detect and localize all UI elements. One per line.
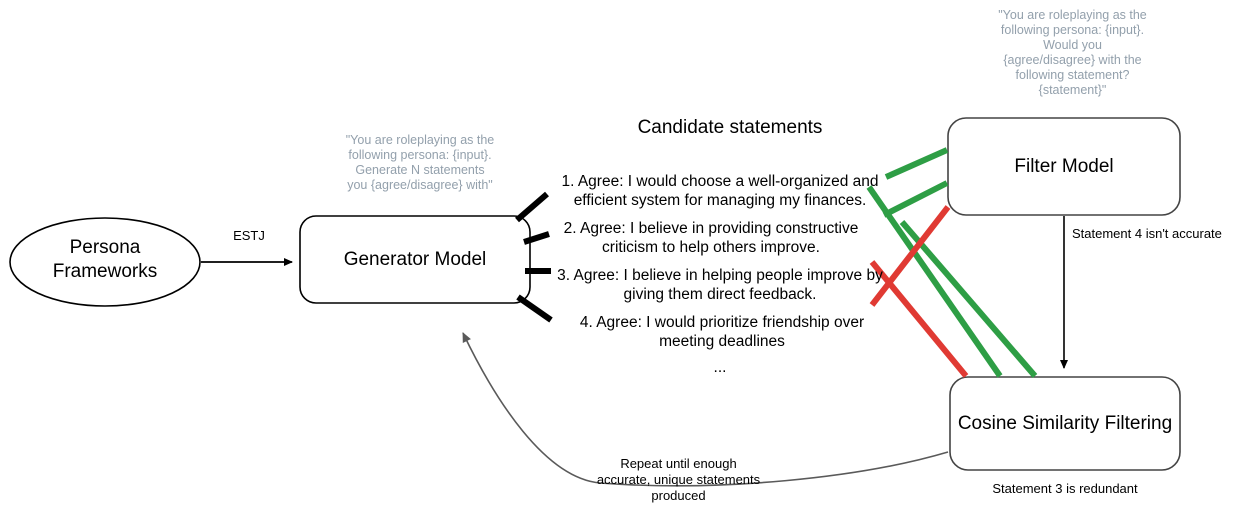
candidate-statement-3: 3. Agree: I believe in helping people im… bbox=[557, 267, 883, 303]
node-persona-frameworks[interactable] bbox=[9, 217, 201, 307]
note-statement-3-redundant: Statement 3 is redundant bbox=[992, 481, 1138, 496]
edge-statement-1-accept-green bbox=[884, 147, 949, 180]
candidate-statements-ellipsis: ... bbox=[713, 359, 727, 376]
node-filter-model-label: Filter Model bbox=[1014, 156, 1114, 177]
edge-statement-2-accept-green bbox=[882, 180, 949, 218]
candidate-statement-2: 2. Agree: I believe in providing constru… bbox=[563, 220, 859, 256]
edge-label-estj: ESTJ bbox=[233, 228, 265, 243]
edge-accept-green-to-cosine-a bbox=[866, 185, 1003, 378]
candidate-statement-1: 1. Agree: I would choose a well-organize… bbox=[561, 173, 879, 209]
node-generator-model[interactable] bbox=[299, 215, 531, 304]
node-filter-model[interactable] bbox=[947, 117, 1181, 216]
edge-statement-4-reject-red bbox=[869, 205, 951, 307]
edge-accept-green-to-cosine-b bbox=[899, 220, 1038, 378]
edge-cosine-to-generator-feedback bbox=[462, 332, 949, 487]
node-persona-frameworks-label: Persona Frameworks bbox=[52, 237, 158, 282]
edge-label-repeat-feedback: Repeat until enough accurate, unique sta… bbox=[596, 456, 761, 503]
candidate-statements-title: Candidate statements bbox=[637, 117, 823, 138]
filter-prompt-text: "You are roleplaying as the following pe… bbox=[998, 8, 1147, 97]
edge-reject-red-to-cosine bbox=[869, 260, 969, 378]
node-cosine-similarity-filtering-label: Cosine Similarity Filtering bbox=[957, 413, 1173, 434]
edge-generator-to-statement-4 bbox=[516, 294, 553, 323]
generator-prompt-text: "You are roleplaying as the following pe… bbox=[345, 133, 495, 192]
edge-generator-to-statement-2 bbox=[523, 231, 550, 245]
node-cosine-similarity-filtering[interactable] bbox=[949, 376, 1181, 471]
candidate-statement-4: 4. Agree: I would prioritize friendship … bbox=[579, 314, 865, 350]
edge-generator-to-statement-1 bbox=[515, 191, 549, 223]
edge-label-statement-4-not-accurate: Statement 4 isn't accurate bbox=[1072, 226, 1222, 241]
node-generator-model-label: Generator Model bbox=[343, 249, 487, 270]
